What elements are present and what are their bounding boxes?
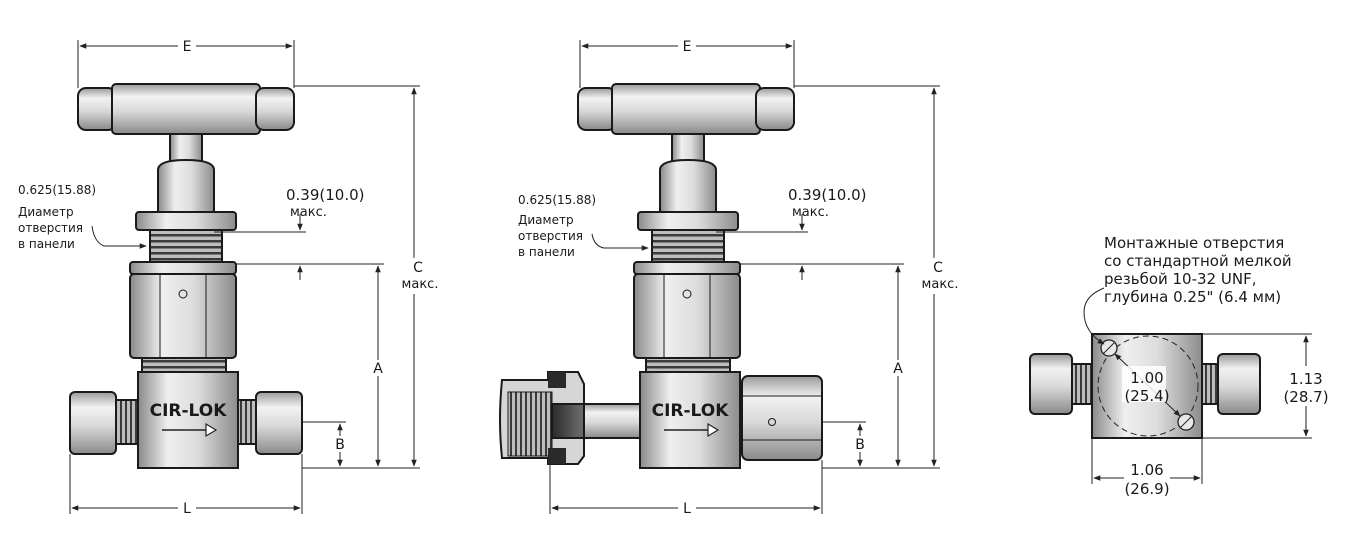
middle-dim-c-sub: макс. (922, 277, 959, 292)
middle-panel-hole-value: 0.625(15.88) (518, 193, 596, 207)
middle-t-handle (577, 83, 795, 135)
middle-panel-nut (637, 211, 739, 231)
bottom-hole-spacing-mm: (25.4) (1124, 387, 1169, 405)
bottom-mount-note-line2: со стандартной мелкой (1104, 252, 1292, 270)
left-panel-hole-line3: в панели (18, 237, 75, 251)
bottom-mounting-view: 1.00 (25.4) Монтажные отверстия со станд… (1029, 234, 1334, 500)
bottom-mount-note-line4: глубина 0.25" (6.4 мм) (1104, 288, 1281, 306)
middle-panel-hole-line2: отверстия (518, 229, 583, 243)
bottom-width-in: 1.06 (1130, 461, 1163, 479)
middle-hex-hole (682, 289, 692, 299)
left-panel-thickness-sub: макс. (290, 205, 327, 220)
middle-body-logo: CIR-LOK (652, 401, 730, 421)
bottom-outlet-nut (1217, 353, 1261, 415)
middle-dim-b-label: B (855, 437, 865, 453)
left-panel-hole-value: 0.625(15.88) (18, 183, 96, 197)
left-body-logo: CIR-LOK (150, 401, 228, 421)
middle-dim-e-label: E (683, 39, 692, 55)
bottom-height-mm: (28.7) (1283, 388, 1328, 406)
left-bonnet-cap (157, 158, 215, 213)
left-valve-view: CIR-LOK E C макс. A B (18, 38, 444, 517)
left-dim-e-label: E (183, 39, 192, 55)
middle-dim-c-label: C (933, 260, 943, 276)
middle-panel-thickness-sub: макс. (792, 205, 829, 220)
left-panel-hole-line1: Диаметр (18, 205, 74, 219)
middle-sectioned-inlet-fitting (499, 371, 641, 465)
left-hex-hole (178, 289, 188, 299)
middle-panel-thread (651, 229, 725, 263)
left-dim-l-label: L (183, 501, 191, 517)
bottom-mount-note-line3: резьбой 10-32 UNF, (1104, 270, 1256, 288)
middle-dim-a-label: A (893, 361, 903, 377)
left-inlet-nut (69, 391, 117, 455)
left-inlet-thread (115, 399, 139, 445)
left-panel-thread (149, 229, 223, 263)
middle-panel-thickness-value: 0.39(10.0) (788, 186, 867, 204)
left-outlet-thread (237, 399, 257, 445)
left-panel-thickness-value: 0.39(10.0) (286, 186, 365, 204)
left-dim-c-label: C (413, 260, 423, 276)
bottom-bolt-circle (1097, 335, 1199, 437)
middle-valve-view: CIR-LOK E C макс. (499, 38, 964, 517)
middle-dim-l-label: L (683, 501, 691, 517)
middle-outlet-nut (741, 375, 823, 461)
bottom-height-in: 1.13 (1289, 370, 1322, 388)
bottom-hole-spacing-in: 1.00 (1130, 369, 1163, 387)
bottom-width-mm: (26.9) (1124, 480, 1169, 498)
middle-bonnet-cap (659, 158, 717, 213)
left-panel-hole-line2: отверстия (18, 221, 83, 235)
left-panel-nut (135, 211, 237, 231)
middle-packing-hex (633, 273, 741, 359)
left-dim-c-sub: макс. (402, 277, 439, 292)
middle-panel-hole-line3: в панели (518, 245, 575, 259)
bottom-inlet-nut (1029, 353, 1073, 415)
left-dim-a-label: A (373, 361, 383, 377)
left-packing-hex (129, 273, 237, 359)
bottom-mount-note-line1: Монтажные отверстия (1104, 234, 1284, 252)
left-dim-b-label: B (335, 437, 345, 453)
middle-panel-hole-line1: Диаметр (518, 213, 574, 227)
left-t-handle (77, 83, 295, 135)
left-outlet-nut (255, 391, 303, 455)
